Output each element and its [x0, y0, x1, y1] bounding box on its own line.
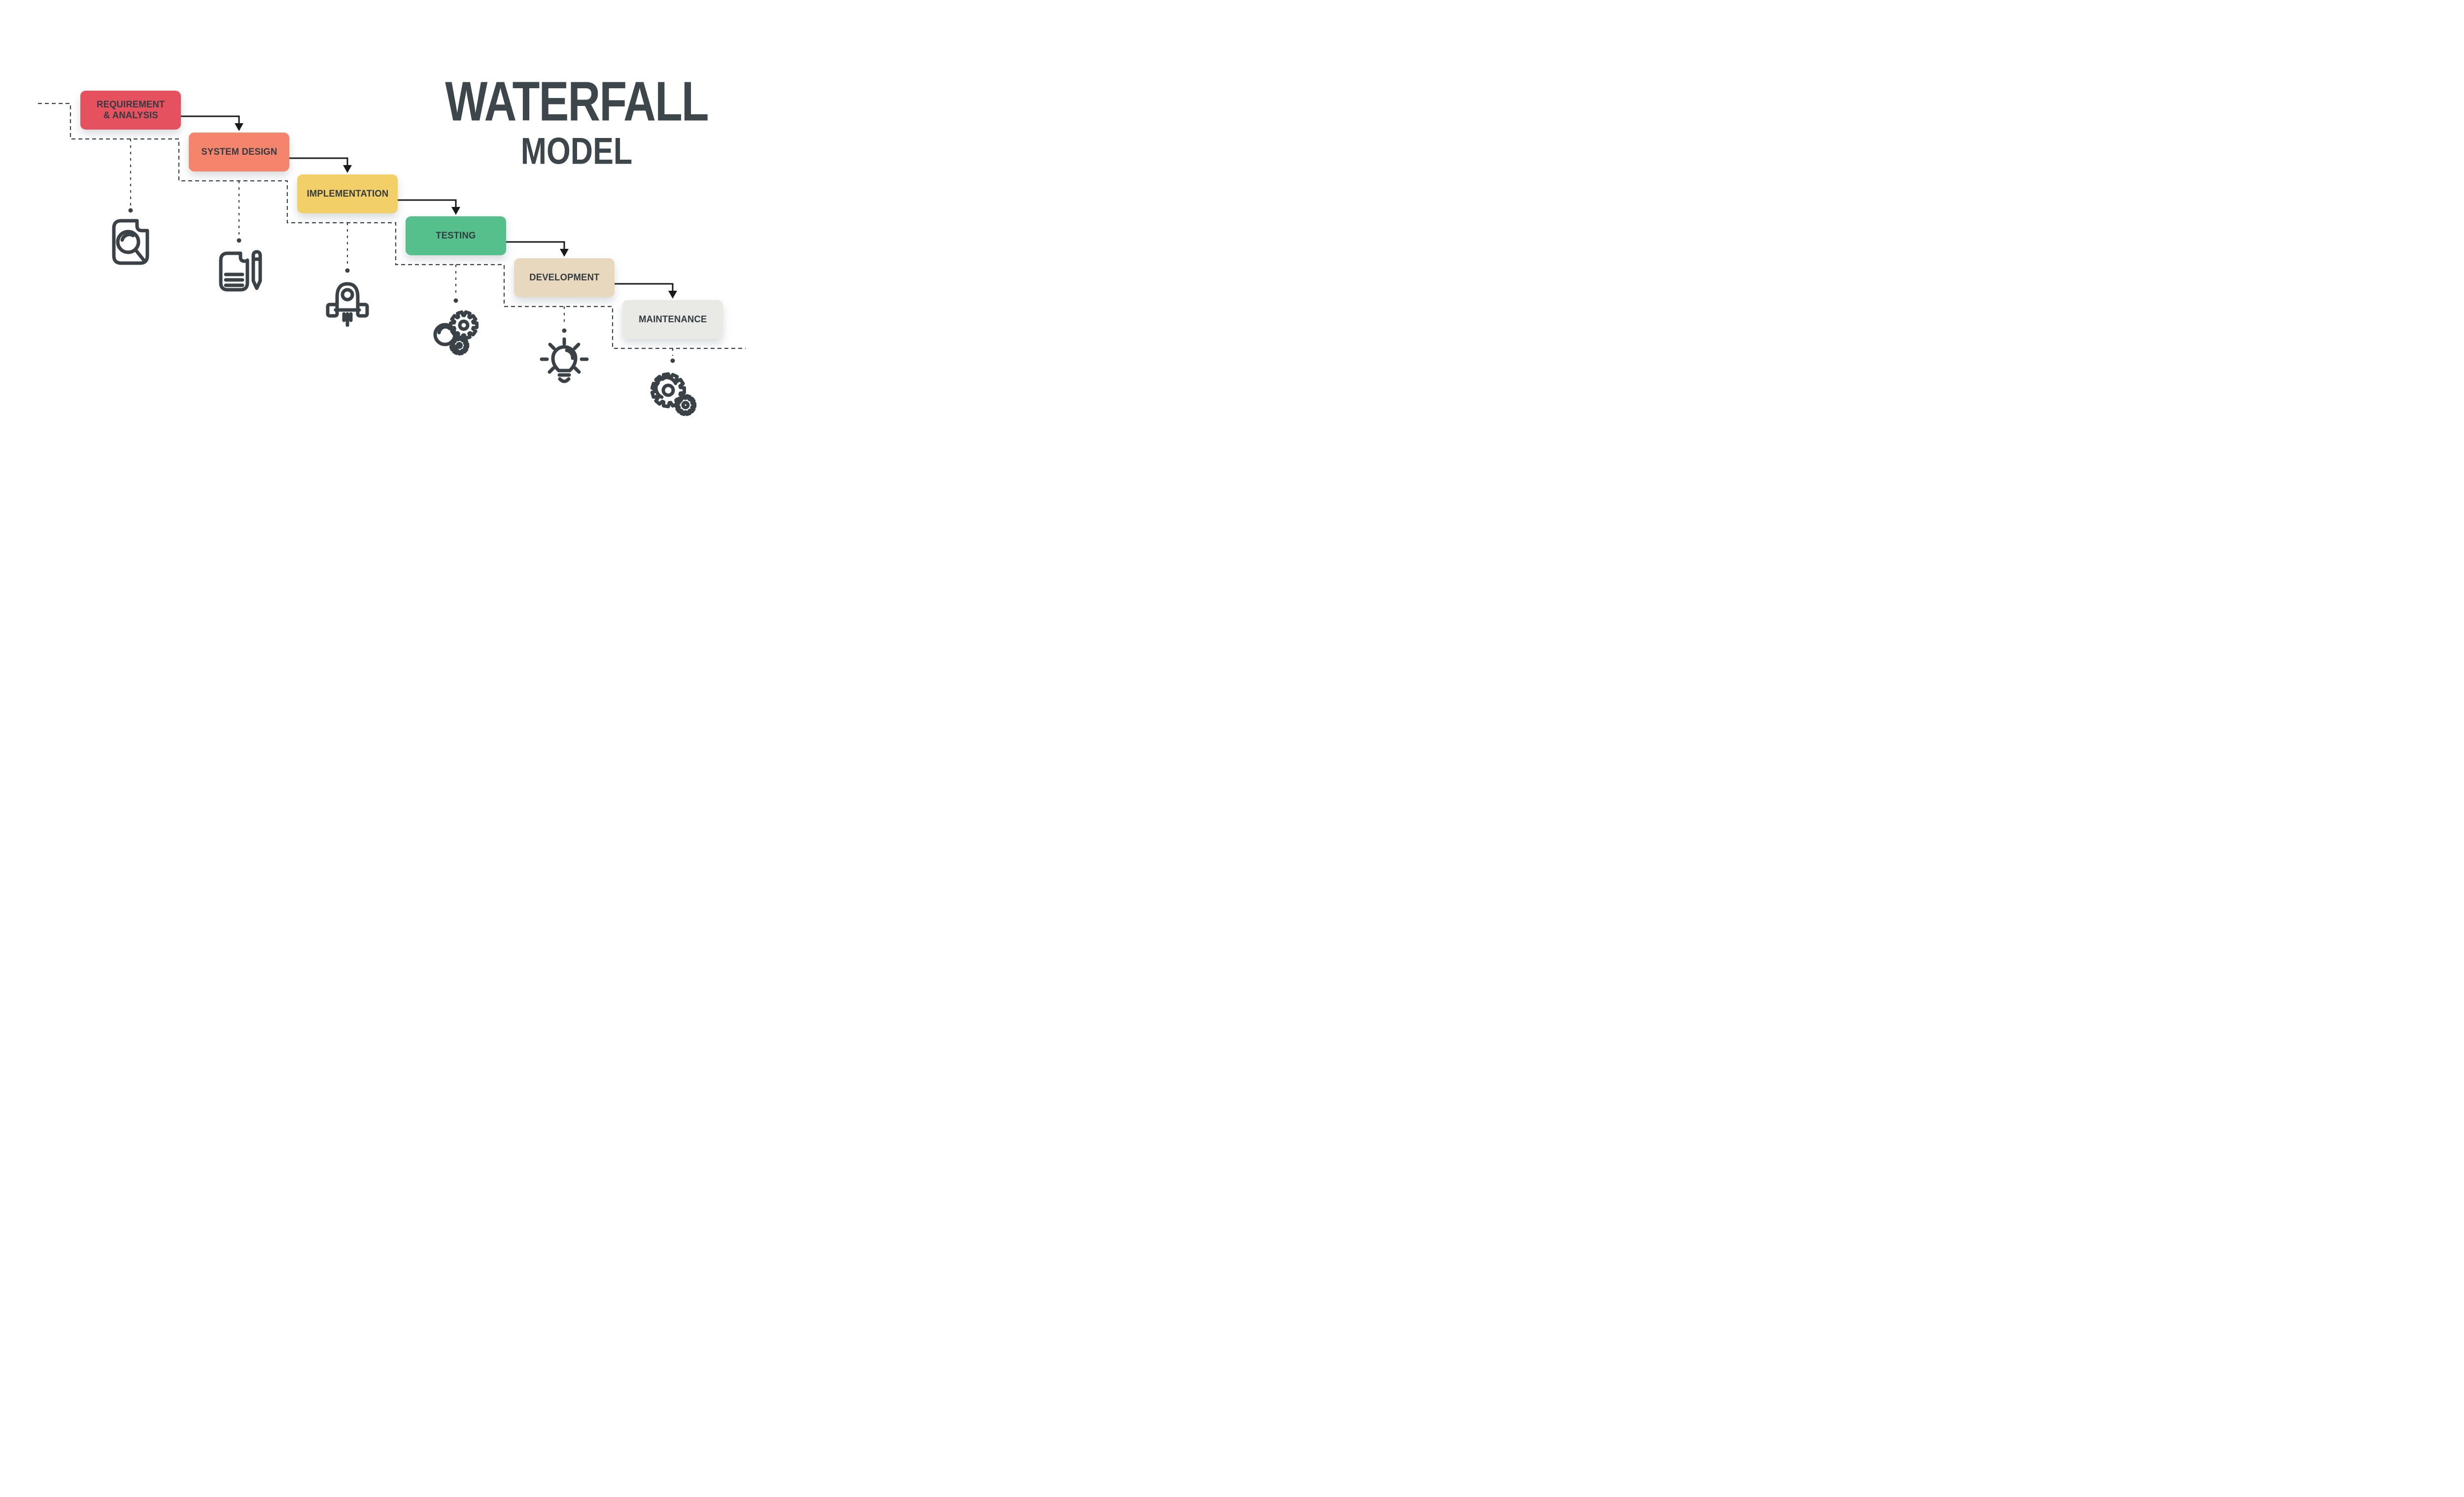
rocket-icon: [326, 282, 369, 327]
staircase-dashed-line: [38, 102, 746, 349]
title-model: MODEL: [520, 130, 633, 172]
stage-label: IMPLEMENTATION: [307, 188, 388, 199]
flow-arrow: [181, 115, 240, 123]
stage-box-system-design: SYSTEM DESIGN: [189, 133, 289, 171]
flow-arrowhead: [235, 123, 243, 131]
connector-dot: [345, 268, 350, 273]
connector-dot: [562, 328, 567, 333]
flow-arrow: [615, 283, 674, 291]
stage-box-requirement-analysis: REQUIREMENT& ANALYSIS: [80, 91, 181, 130]
gears-icon: [650, 372, 697, 416]
title-waterfall: WATERFALL: [445, 70, 709, 133]
stage-box-testing: TESTING: [406, 216, 506, 255]
document-magnifier-icon: [112, 219, 149, 265]
flow-arrowhead: [343, 165, 352, 173]
connector-dot: [453, 298, 458, 303]
waterfall-model-diagram: REQUIREMENT& ANALYSIS SYSTEM DESIGN IMPLEM…: [0, 0, 773, 436]
stage-label: TESTING: [436, 230, 476, 241]
flow-arrow: [398, 199, 457, 207]
page-title: WATERFALL MODEL: [428, 70, 725, 169]
magnifier-gears-icon: [433, 310, 479, 356]
stage-label: REQUIREMENT& ANALYSIS: [96, 100, 165, 121]
lightbulb-icon: [540, 338, 589, 383]
flow-arrowhead: [451, 207, 460, 215]
stage-box-maintenance: MAINTENANCE: [622, 300, 723, 339]
document-pencil-icon: [219, 250, 262, 292]
flow-arrow: [289, 157, 348, 165]
stage-label: MAINTENANCE: [638, 314, 707, 325]
stage-box-development: DEVELOPMENT: [514, 258, 615, 297]
connector-dot: [237, 238, 241, 243]
stage-box-implementation: IMPLEMENTATION: [297, 174, 398, 213]
connector-dot: [128, 208, 133, 213]
stage-label: SYSTEM DESIGN: [201, 146, 277, 157]
stage-label: DEVELOPMENT: [529, 272, 600, 283]
connector-lines-layer: [38, 102, 746, 363]
connector-dot: [670, 358, 675, 363]
flow-arrow: [506, 241, 565, 249]
flow-arrowhead: [560, 249, 569, 257]
flow-arrowhead: [668, 291, 677, 299]
